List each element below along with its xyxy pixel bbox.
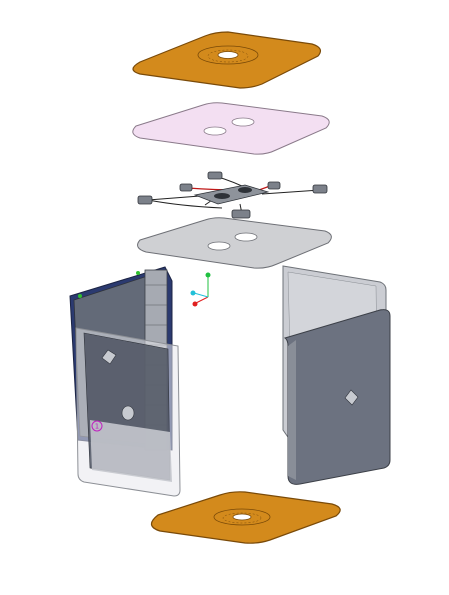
bottom-gasket[interactable]	[150, 491, 341, 544]
base-plate[interactable]	[137, 217, 332, 269]
top-gasket[interactable]	[132, 31, 322, 89]
left-housing[interactable]	[69, 266, 181, 497]
right-housing[interactable]	[282, 265, 391, 485]
top-cover-plate[interactable]	[132, 102, 330, 155]
part-marker-icon: 1	[91, 420, 103, 432]
axis-triad-icon	[190, 272, 211, 307]
part-marker-label: 1	[95, 423, 99, 431]
wiring-harness[interactable]	[137, 171, 328, 219]
